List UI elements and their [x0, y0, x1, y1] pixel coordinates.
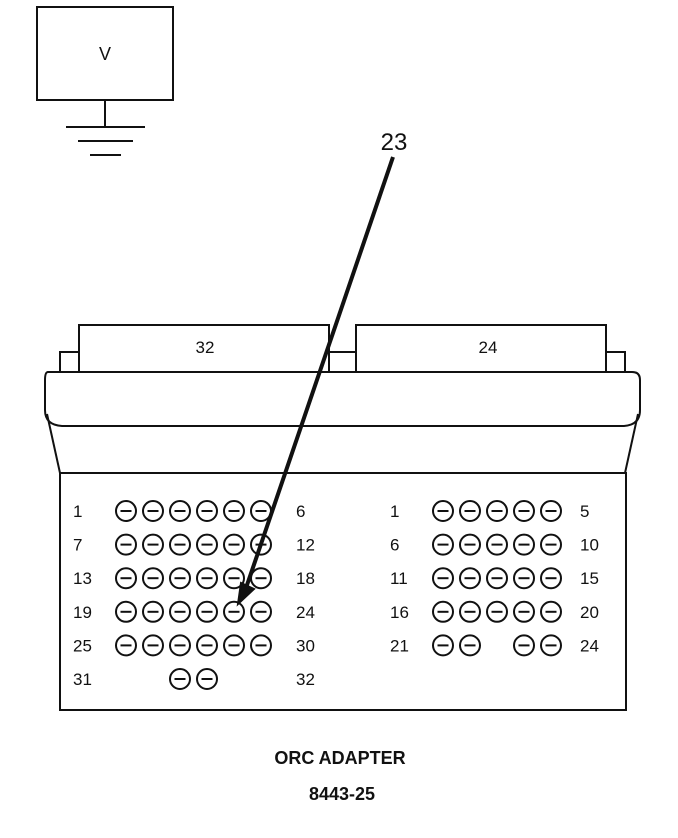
pin-socket: [142, 533, 164, 556]
tab-24-label: 24: [479, 338, 498, 357]
pin-number-start: 13: [73, 569, 92, 588]
pin-number-end: 20: [580, 603, 599, 622]
callout-label: 23: [381, 129, 408, 156]
pin-number-end: 5: [580, 502, 589, 521]
pin-socket: [196, 500, 218, 522]
pin-number-start: 1: [390, 502, 399, 521]
pin-number-start: 25: [73, 636, 92, 655]
pin-socket: [540, 567, 562, 590]
pin-socket: [223, 500, 245, 522]
pin-socket: [223, 567, 245, 590]
pin-socket: [223, 600, 245, 623]
pin-number-end: 24: [580, 636, 599, 655]
pin-socket: [142, 567, 164, 590]
pin-number-end: 12: [296, 536, 315, 555]
pin-socket: [169, 533, 191, 556]
pin-number-end: 24: [296, 603, 315, 622]
pin-face: [59, 472, 627, 711]
pin-socket: [115, 600, 137, 623]
pin-socket: [142, 634, 164, 657]
pin-socket: [459, 500, 481, 522]
pin-socket: [540, 634, 562, 657]
pin-socket: [459, 567, 481, 590]
pin-socket: [115, 567, 137, 590]
pin-socket: [250, 567, 272, 590]
pin-socket: [169, 600, 191, 623]
pin-number-start: 6: [390, 536, 399, 555]
pin-socket: [459, 600, 481, 623]
pin-socket: [513, 567, 535, 590]
pin-number-end: 6: [296, 502, 305, 521]
pin-socket: [513, 634, 535, 657]
caption-title: ORC ADAPTER: [274, 748, 405, 768]
voltmeter-symbol: V: [99, 44, 111, 64]
callout-arrow: [236, 156, 395, 607]
pin-socket: [223, 533, 245, 556]
pin-socket: [115, 500, 137, 522]
pin-socket: [486, 567, 508, 590]
pin-socket: [540, 533, 562, 556]
voltmeter: V: [36, 6, 174, 101]
pin-socket: [196, 567, 218, 590]
pin-number-start: 16: [390, 603, 409, 622]
pin-socket: [169, 668, 191, 690]
pin-socket: [196, 668, 218, 690]
pin-socket: [486, 533, 508, 556]
pin-socket: [115, 634, 137, 657]
tab-32-label: 32: [196, 338, 215, 357]
pin-socket: [432, 500, 454, 522]
pin-number-end: 10: [580, 536, 599, 555]
pin-socket: [486, 600, 508, 623]
pin-socket: [142, 500, 164, 522]
pin-socket: [513, 600, 535, 623]
pin-socket: [513, 500, 535, 522]
pin-socket: [540, 500, 562, 522]
pin-socket: [432, 567, 454, 590]
pin-number-start: 7: [73, 536, 82, 555]
pin-socket: [486, 500, 508, 522]
pin-socket: [513, 533, 535, 556]
pin-socket: [169, 567, 191, 590]
pin-number-end: 30: [296, 636, 315, 655]
pin-grid-32: 1 6 7 12 13 18 19 24 25 30 31 32: [73, 500, 315, 690]
pin-number-start: 21: [390, 636, 409, 655]
pin-socket: [196, 600, 218, 623]
pin-socket: [115, 533, 137, 556]
pin-number-end: 32: [296, 670, 315, 689]
pin-number-start: 11: [390, 569, 408, 588]
pin-socket: [142, 600, 164, 623]
pin-socket: [169, 500, 191, 522]
pin-socket: [459, 634, 481, 657]
pin-socket: [250, 600, 272, 623]
pin-number-start: 19: [73, 603, 92, 622]
pin-socket: [459, 533, 481, 556]
pin-number-start: 31: [73, 670, 92, 689]
caption-part-number: 8443-25: [309, 784, 375, 804]
pin-socket: [432, 600, 454, 623]
pin-number-start: 1: [73, 502, 82, 521]
pin-socket: [223, 634, 245, 657]
pin-socket: [196, 533, 218, 556]
pin-number-end: 18: [296, 569, 315, 588]
ground-icon: [66, 100, 145, 156]
pin-socket: [250, 634, 272, 657]
pin-socket: [432, 533, 454, 556]
pin-number-end: 15: [580, 569, 599, 588]
pin-socket: [169, 634, 191, 657]
pin-socket: [432, 634, 454, 657]
pin-socket: [540, 600, 562, 623]
pin-socket: [196, 634, 218, 657]
connector-housing: [44, 324, 641, 711]
housing-top-rim: [44, 371, 641, 427]
